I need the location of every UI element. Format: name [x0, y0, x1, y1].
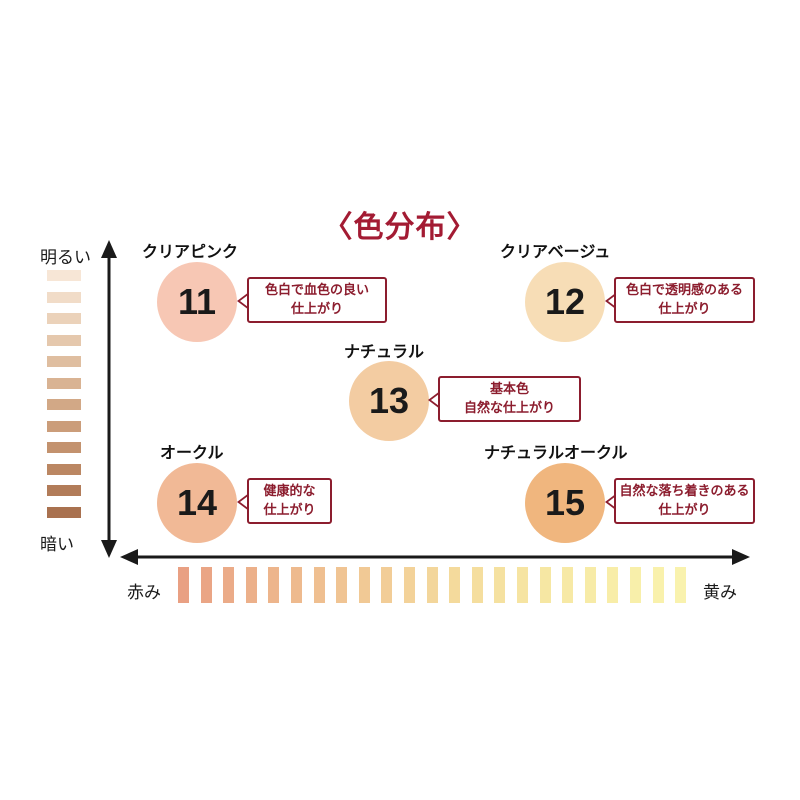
description-box-15: 自然な落ち着きのある 仕上がり	[614, 478, 755, 524]
shade-number: 14	[176, 482, 218, 523]
description-box-11: 色白で血色の良い 仕上がり	[247, 277, 387, 323]
hue-swatch	[268, 567, 280, 603]
hue-swatch	[291, 567, 302, 603]
hue-swatch	[178, 567, 189, 603]
description-line: 健康的な	[263, 484, 316, 499]
brightness-swatch	[47, 463, 81, 475]
shade-circle-15: 15	[525, 463, 605, 543]
group-name-11: クリアピンク	[142, 242, 239, 261]
hue-swatch	[313, 567, 325, 603]
hue-swatch	[223, 567, 235, 603]
hue-swatch	[630, 567, 641, 603]
hue-swatch	[336, 567, 348, 603]
shade-circle-11: 11	[157, 262, 237, 342]
group-name-13: ナチュラル	[344, 342, 425, 361]
shade-circle-13: 13	[349, 361, 429, 441]
dark-label: 暗い	[40, 535, 74, 555]
hue-swatch	[494, 567, 506, 603]
brightness-swatch	[47, 506, 81, 518]
red-label: 赤み	[127, 583, 161, 603]
bright-label: 明るい	[40, 248, 91, 268]
hue-swatch	[517, 567, 528, 603]
hue-swatch	[245, 567, 257, 603]
shade-number: 12	[544, 281, 586, 322]
shade-circle-12: 12	[525, 262, 605, 342]
brightness-swatch	[47, 442, 81, 453]
hue-swatch	[200, 567, 212, 603]
description-line: 色白で透明感のある	[625, 283, 743, 298]
hue-swatch	[449, 567, 461, 603]
description-line: 仕上がり	[290, 302, 343, 317]
hue-swatch	[562, 567, 574, 603]
brightness-swatch	[47, 356, 81, 367]
vertical-axis-arrow	[101, 240, 117, 558]
horizontal-axis-arrow	[120, 549, 750, 565]
brightness-swatch	[47, 313, 81, 324]
group-name-15: ナチュラルオークル	[484, 443, 628, 462]
description-line: 色白で血色の良い	[264, 283, 369, 298]
description-line: 自然な仕上がり	[463, 401, 555, 416]
hue-swatch	[381, 567, 393, 603]
hue-swatch	[584, 567, 596, 603]
description-line: 仕上がり	[263, 503, 316, 518]
group-name-12: クリアベージュ	[500, 242, 611, 261]
description-line: 仕上がり	[658, 302, 711, 317]
shade-circle-14: 14	[157, 463, 237, 543]
hue-swatch	[404, 567, 415, 603]
hue-swatch	[471, 567, 483, 603]
hue-swatch	[426, 567, 438, 603]
callout-pointer	[237, 292, 249, 310]
callout-pointer	[237, 493, 249, 511]
description-box-13: 基本色 自然な仕上がり	[438, 376, 581, 422]
group-name-14: オークル	[160, 443, 224, 462]
brightness-swatch	[47, 399, 81, 410]
shade-number: 15	[544, 482, 586, 523]
shade-number: 13	[368, 380, 410, 421]
brightness-swatch	[47, 270, 81, 281]
description-box-12: 色白で透明感のある 仕上がり	[614, 277, 755, 323]
hue-swatch	[607, 567, 619, 603]
description-line: 基本色	[489, 382, 529, 397]
description-line: 仕上がり	[658, 503, 711, 518]
page-title: 〈色分布〉	[322, 210, 478, 245]
yellow-label: 黄み	[703, 583, 737, 603]
hue-swatch	[652, 567, 664, 603]
hue-swatch	[539, 567, 551, 603]
callout-pointer	[428, 391, 440, 409]
description-line: 自然な落ち着きのある	[619, 484, 750, 499]
brightness-swatch	[47, 485, 81, 496]
brightness-swatch	[47, 377, 81, 389]
brightness-swatch	[47, 334, 81, 346]
brightness-swatch	[47, 420, 81, 432]
description-box-14: 健康的な 仕上がり	[247, 478, 332, 524]
brightness-swatch	[47, 291, 81, 303]
hue-swatch	[358, 567, 370, 603]
hue-swatch	[675, 567, 687, 603]
shade-number: 11	[177, 281, 217, 322]
